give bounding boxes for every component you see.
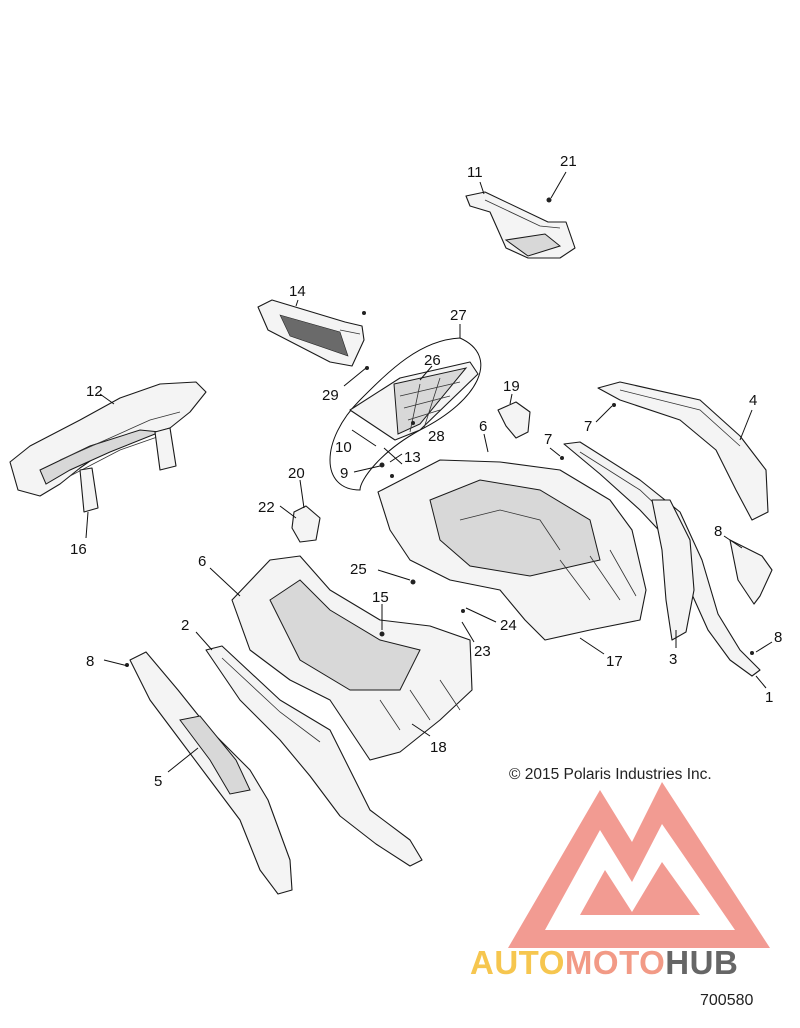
watermark-text-hub: HUB bbox=[665, 944, 739, 981]
callout-21: 21 bbox=[560, 153, 577, 170]
part-14-vent-panel bbox=[257, 299, 365, 367]
callout-13: 13 bbox=[404, 449, 421, 466]
part-8-right-bracket bbox=[729, 539, 773, 605]
callout-23: 23 bbox=[474, 643, 491, 660]
fastener-dots bbox=[125, 197, 754, 667]
callout-7a: 7 bbox=[584, 418, 592, 435]
callout-16: 16 bbox=[70, 541, 87, 558]
callout-8c: 8 bbox=[714, 523, 722, 540]
callout-29: 29 bbox=[322, 387, 339, 404]
watermark-text-auto: AUTO bbox=[470, 944, 565, 981]
callout-labels: 11 21 14 27 26 29 12 19 4 7 6 7 28 10 13… bbox=[70, 153, 782, 790]
part-26-storage-net bbox=[349, 361, 479, 441]
part-2-left-trim bbox=[205, 645, 423, 867]
part-18-front-tub bbox=[231, 555, 473, 761]
callout-15: 15 bbox=[372, 589, 389, 606]
callout-17: 17 bbox=[606, 653, 623, 670]
callout-8b: 8 bbox=[774, 629, 782, 646]
callout-25: 25 bbox=[350, 561, 367, 578]
leader-lines bbox=[85, 171, 773, 773]
callout-7b: 7 bbox=[544, 431, 552, 448]
part-17-rear-tub bbox=[377, 459, 647, 641]
watermark-brand-text: AUTOMOTOHUB bbox=[470, 944, 738, 982]
watermark-text-moto: MOTO bbox=[564, 944, 666, 981]
callout-26: 26 bbox=[424, 352, 441, 369]
callout-18: 18 bbox=[430, 739, 447, 756]
part-19-bracket bbox=[497, 401, 531, 439]
callout-20: 20 bbox=[288, 465, 305, 482]
callout-24: 24 bbox=[500, 617, 517, 634]
callout-28: 28 bbox=[428, 428, 445, 445]
callout-22: 22 bbox=[258, 499, 275, 516]
copyright-notice: © 2015 Polaris Industries Inc. bbox=[509, 766, 712, 783]
callout-27: 27 bbox=[450, 307, 467, 324]
part-12-dash-assembly bbox=[9, 381, 207, 513]
part-11-panel bbox=[465, 191, 576, 259]
callout-12: 12 bbox=[86, 383, 103, 400]
callout-14: 14 bbox=[289, 283, 306, 300]
part-27-group-outline bbox=[329, 337, 482, 491]
part-20-bracket bbox=[291, 505, 321, 543]
callout-5: 5 bbox=[154, 773, 162, 790]
callout-2: 2 bbox=[181, 617, 189, 634]
callout-3: 3 bbox=[669, 651, 677, 668]
callout-9: 9 bbox=[340, 465, 348, 482]
callout-1: 1 bbox=[765, 689, 773, 706]
callout-8a: 8 bbox=[86, 653, 94, 670]
callout-11: 11 bbox=[467, 164, 483, 181]
watermark-logo-icon bbox=[508, 782, 770, 948]
callout-6b: 6 bbox=[198, 553, 206, 570]
part-4-right-trim bbox=[597, 381, 769, 521]
callout-10: 10 bbox=[335, 439, 352, 456]
callout-6a: 6 bbox=[479, 418, 487, 435]
diagram-number: 700580 bbox=[700, 992, 754, 1009]
callout-4: 4 bbox=[749, 392, 757, 409]
part-5-left-side-trim bbox=[129, 651, 293, 895]
part-3-lower-trim bbox=[651, 499, 695, 641]
callout-19: 19 bbox=[503, 378, 520, 395]
